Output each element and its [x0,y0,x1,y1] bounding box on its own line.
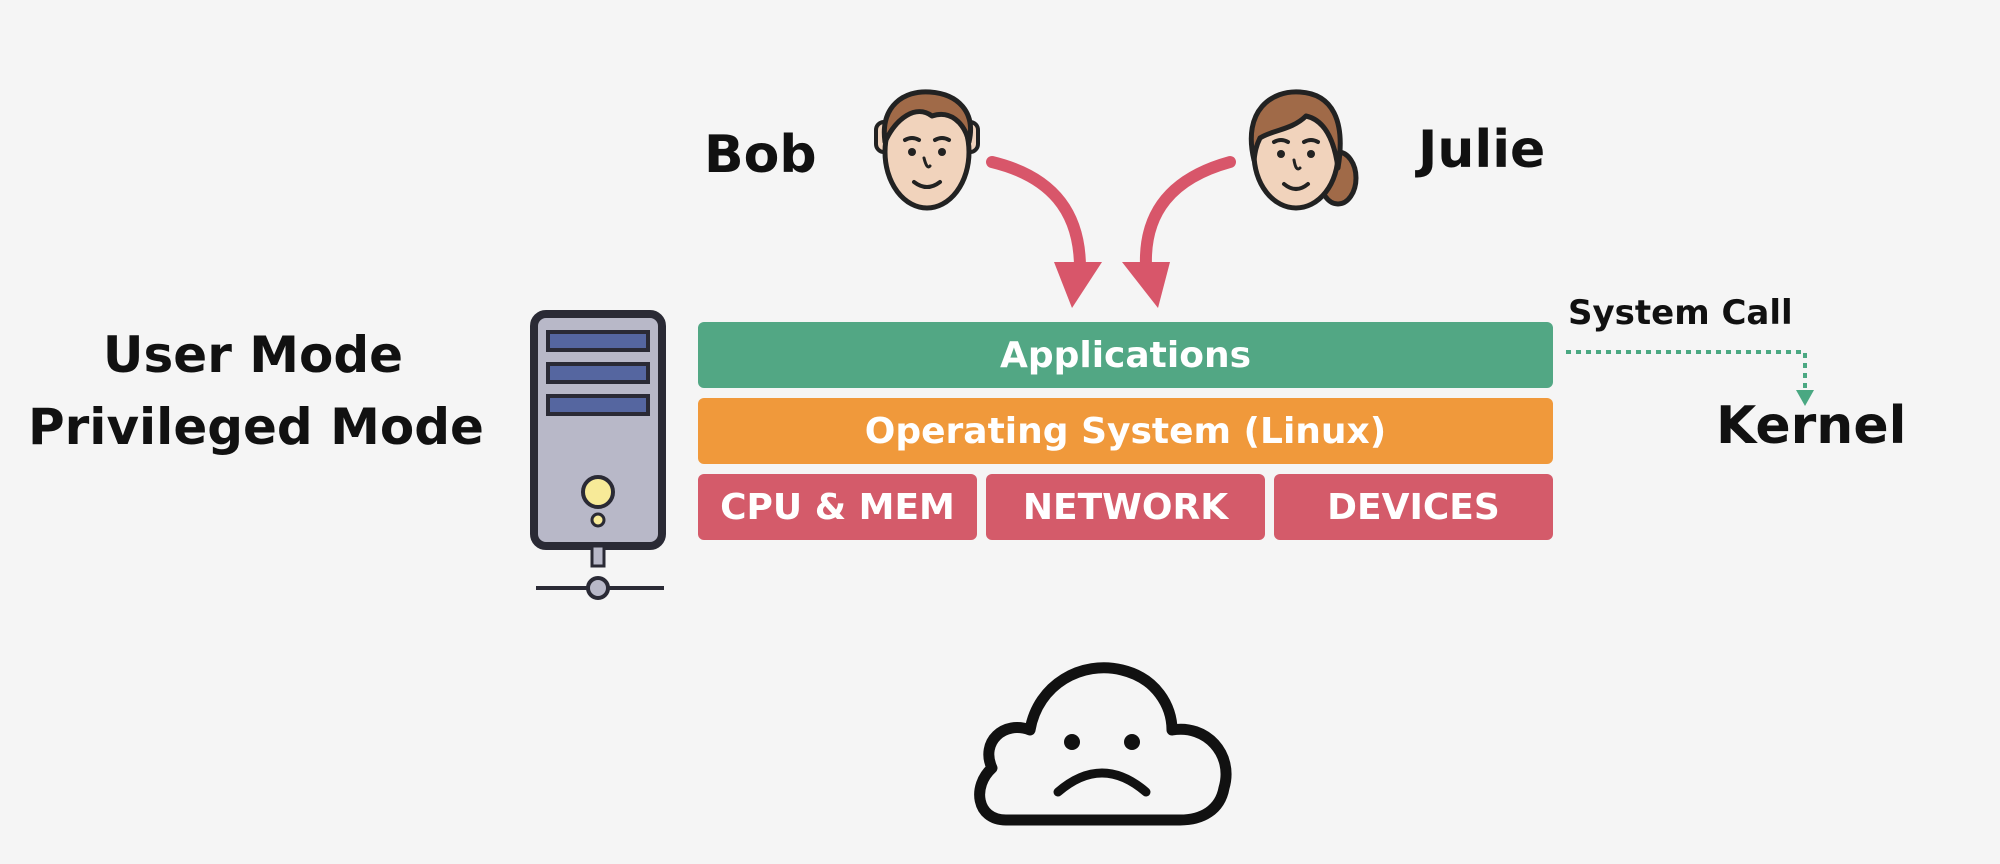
network-label: NETWORK [1022,486,1229,528]
server-tower-icon [530,310,666,600]
operating-system-layer: Operating System (Linux) [698,398,1553,464]
cpu-mem-label: CPU & MEM [720,486,955,528]
julie-label: Julie [1418,120,1546,180]
devices-block: DEVICES [1274,474,1553,540]
bob-arrowhead [1054,262,1102,308]
user-mode-label: User Mode [102,326,404,384]
system-call-arrow [1566,350,1807,392]
cpu-mem-block: CPU & MEM [698,474,977,540]
applications-label: Applications [999,334,1252,376]
kernel-label: Kernel [1716,396,1907,456]
system-call-arrowhead [1796,390,1814,406]
devices-label: DEVICES [1327,486,1500,528]
julie-arrow [1139,156,1236,272]
bob-arrow [986,156,1086,274]
network-block: NETWORK [986,474,1265,540]
julie-avatar-icon [1248,89,1359,211]
system-call-label: System Call [1568,293,1793,333]
applications-layer: Applications [698,322,1553,388]
privileged-mode-label: Privileged Mode [28,398,484,456]
julie-arrowhead [1122,262,1170,308]
bob-avatar-icon [874,89,980,211]
bob-label: Bob [704,125,817,185]
operating-system-label: Operating System (Linux) [864,410,1387,452]
sad-cloud-icon [974,662,1232,826]
